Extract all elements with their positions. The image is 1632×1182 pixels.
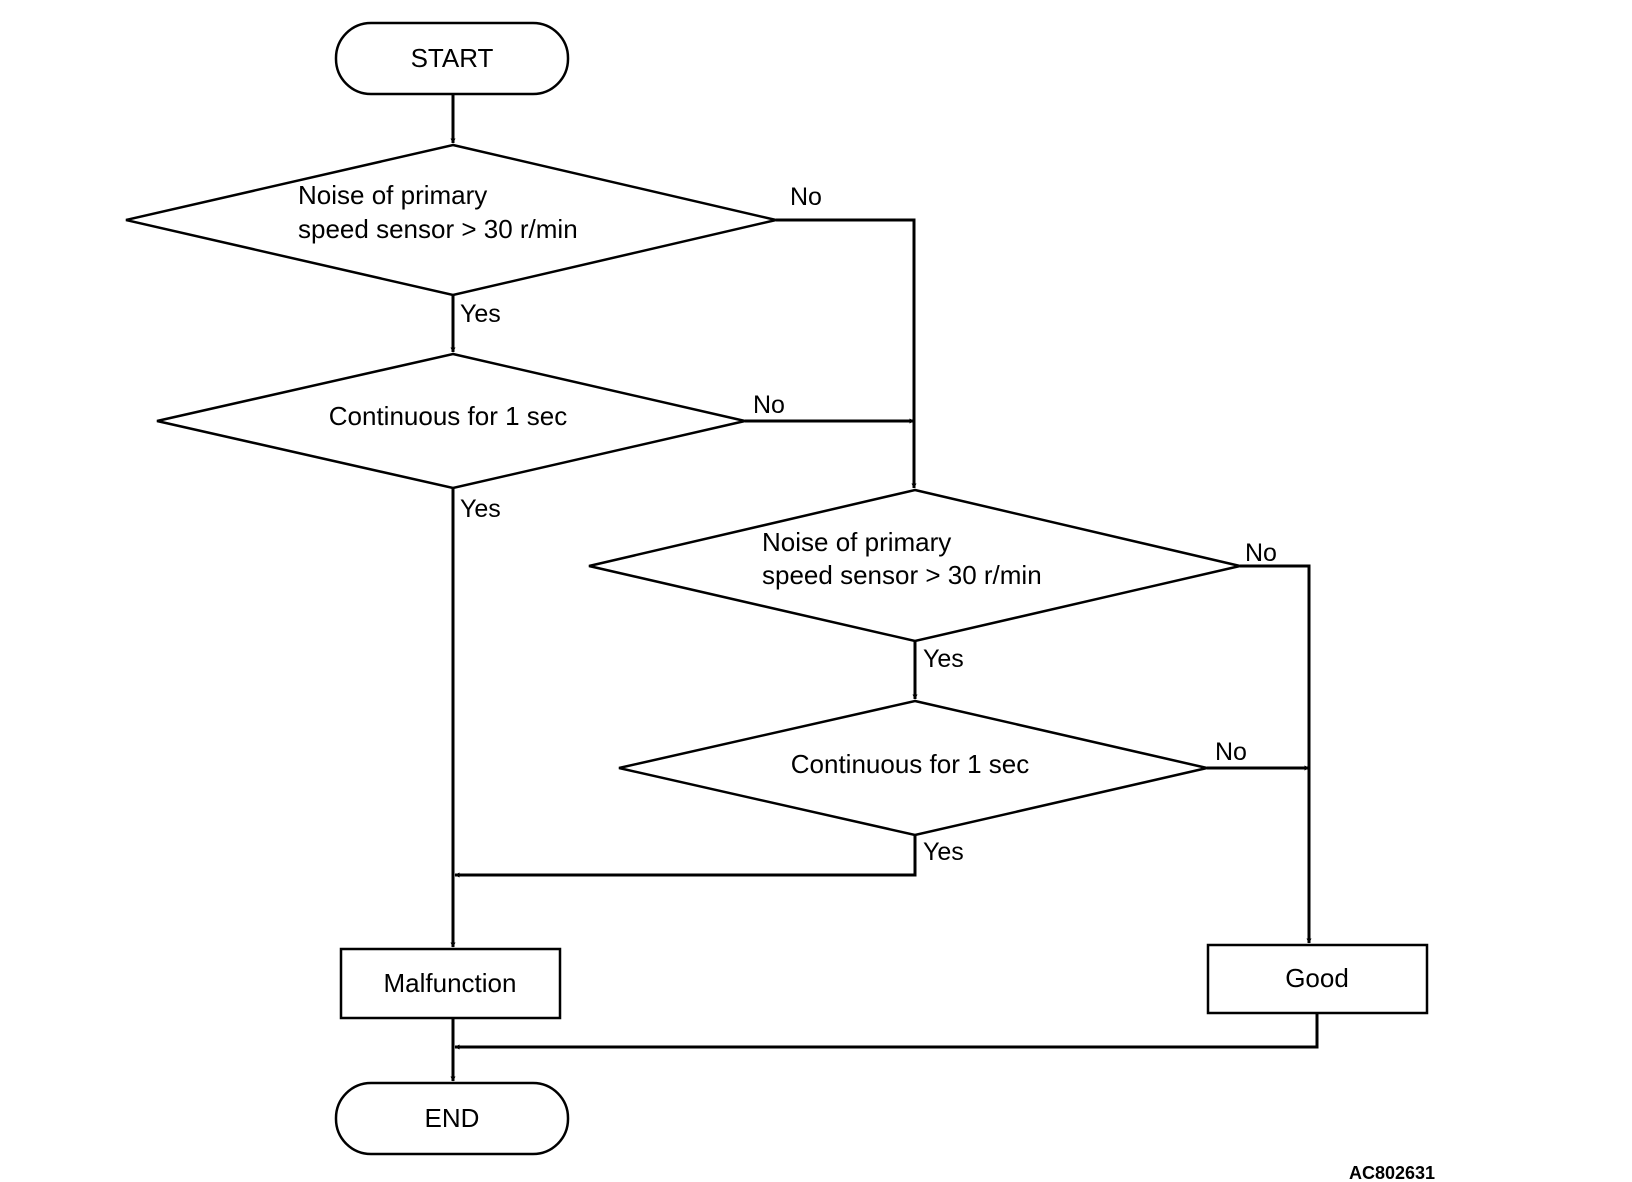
good-label: Good: [1285, 963, 1349, 993]
label-d4-yes: Yes: [923, 838, 964, 866]
decision-1-line2: speed sensor > 30 r/min: [298, 214, 578, 244]
malfunction-label: Malfunction: [384, 968, 517, 998]
decision-1-line1: Noise of primary: [298, 180, 487, 210]
decision-4-label: Continuous for 1 sec: [791, 749, 1029, 779]
end-label: END: [425, 1103, 480, 1133]
edge-d4-yes: [454, 835, 917, 878]
decision-3-line1: Noise of primary: [762, 527, 951, 557]
label-d3-yes: Yes: [923, 645, 964, 673]
decision-noise-primary-1: Noise of primary speed sensor > 30 r/min: [125, 143, 777, 297]
good-box: Good: [1206, 943, 1429, 1015]
decision-noise-primary-2: Noise of primary speed sensor > 30 r/min: [588, 488, 1241, 643]
end-terminal: END: [334, 1081, 570, 1156]
label-d1-no: No: [790, 183, 822, 211]
label-d2-no: No: [753, 391, 785, 419]
start-label: START: [411, 43, 494, 73]
start-terminal: START: [334, 21, 570, 96]
label-d3-no: No: [1245, 539, 1277, 567]
edge-d1-no: [776, 218, 917, 489]
malfunction-box: Malfunction: [339, 947, 562, 1020]
decision-continuous-1: Continuous for 1 sec: [156, 352, 746, 490]
decision-continuous-2: Continuous for 1 sec: [618, 699, 1208, 837]
edge-good-to-end: [454, 1013, 1319, 1050]
decision-2-label: Continuous for 1 sec: [329, 401, 567, 431]
edge-d3-no: [1240, 564, 1312, 944]
decision-3-line2: speed sensor > 30 r/min: [762, 560, 1042, 590]
label-d4-no: No: [1215, 738, 1247, 766]
label-d2-yes: Yes: [460, 495, 501, 523]
label-d1-yes: Yes: [460, 300, 501, 328]
figure-code: AC802631: [1349, 1163, 1435, 1182]
